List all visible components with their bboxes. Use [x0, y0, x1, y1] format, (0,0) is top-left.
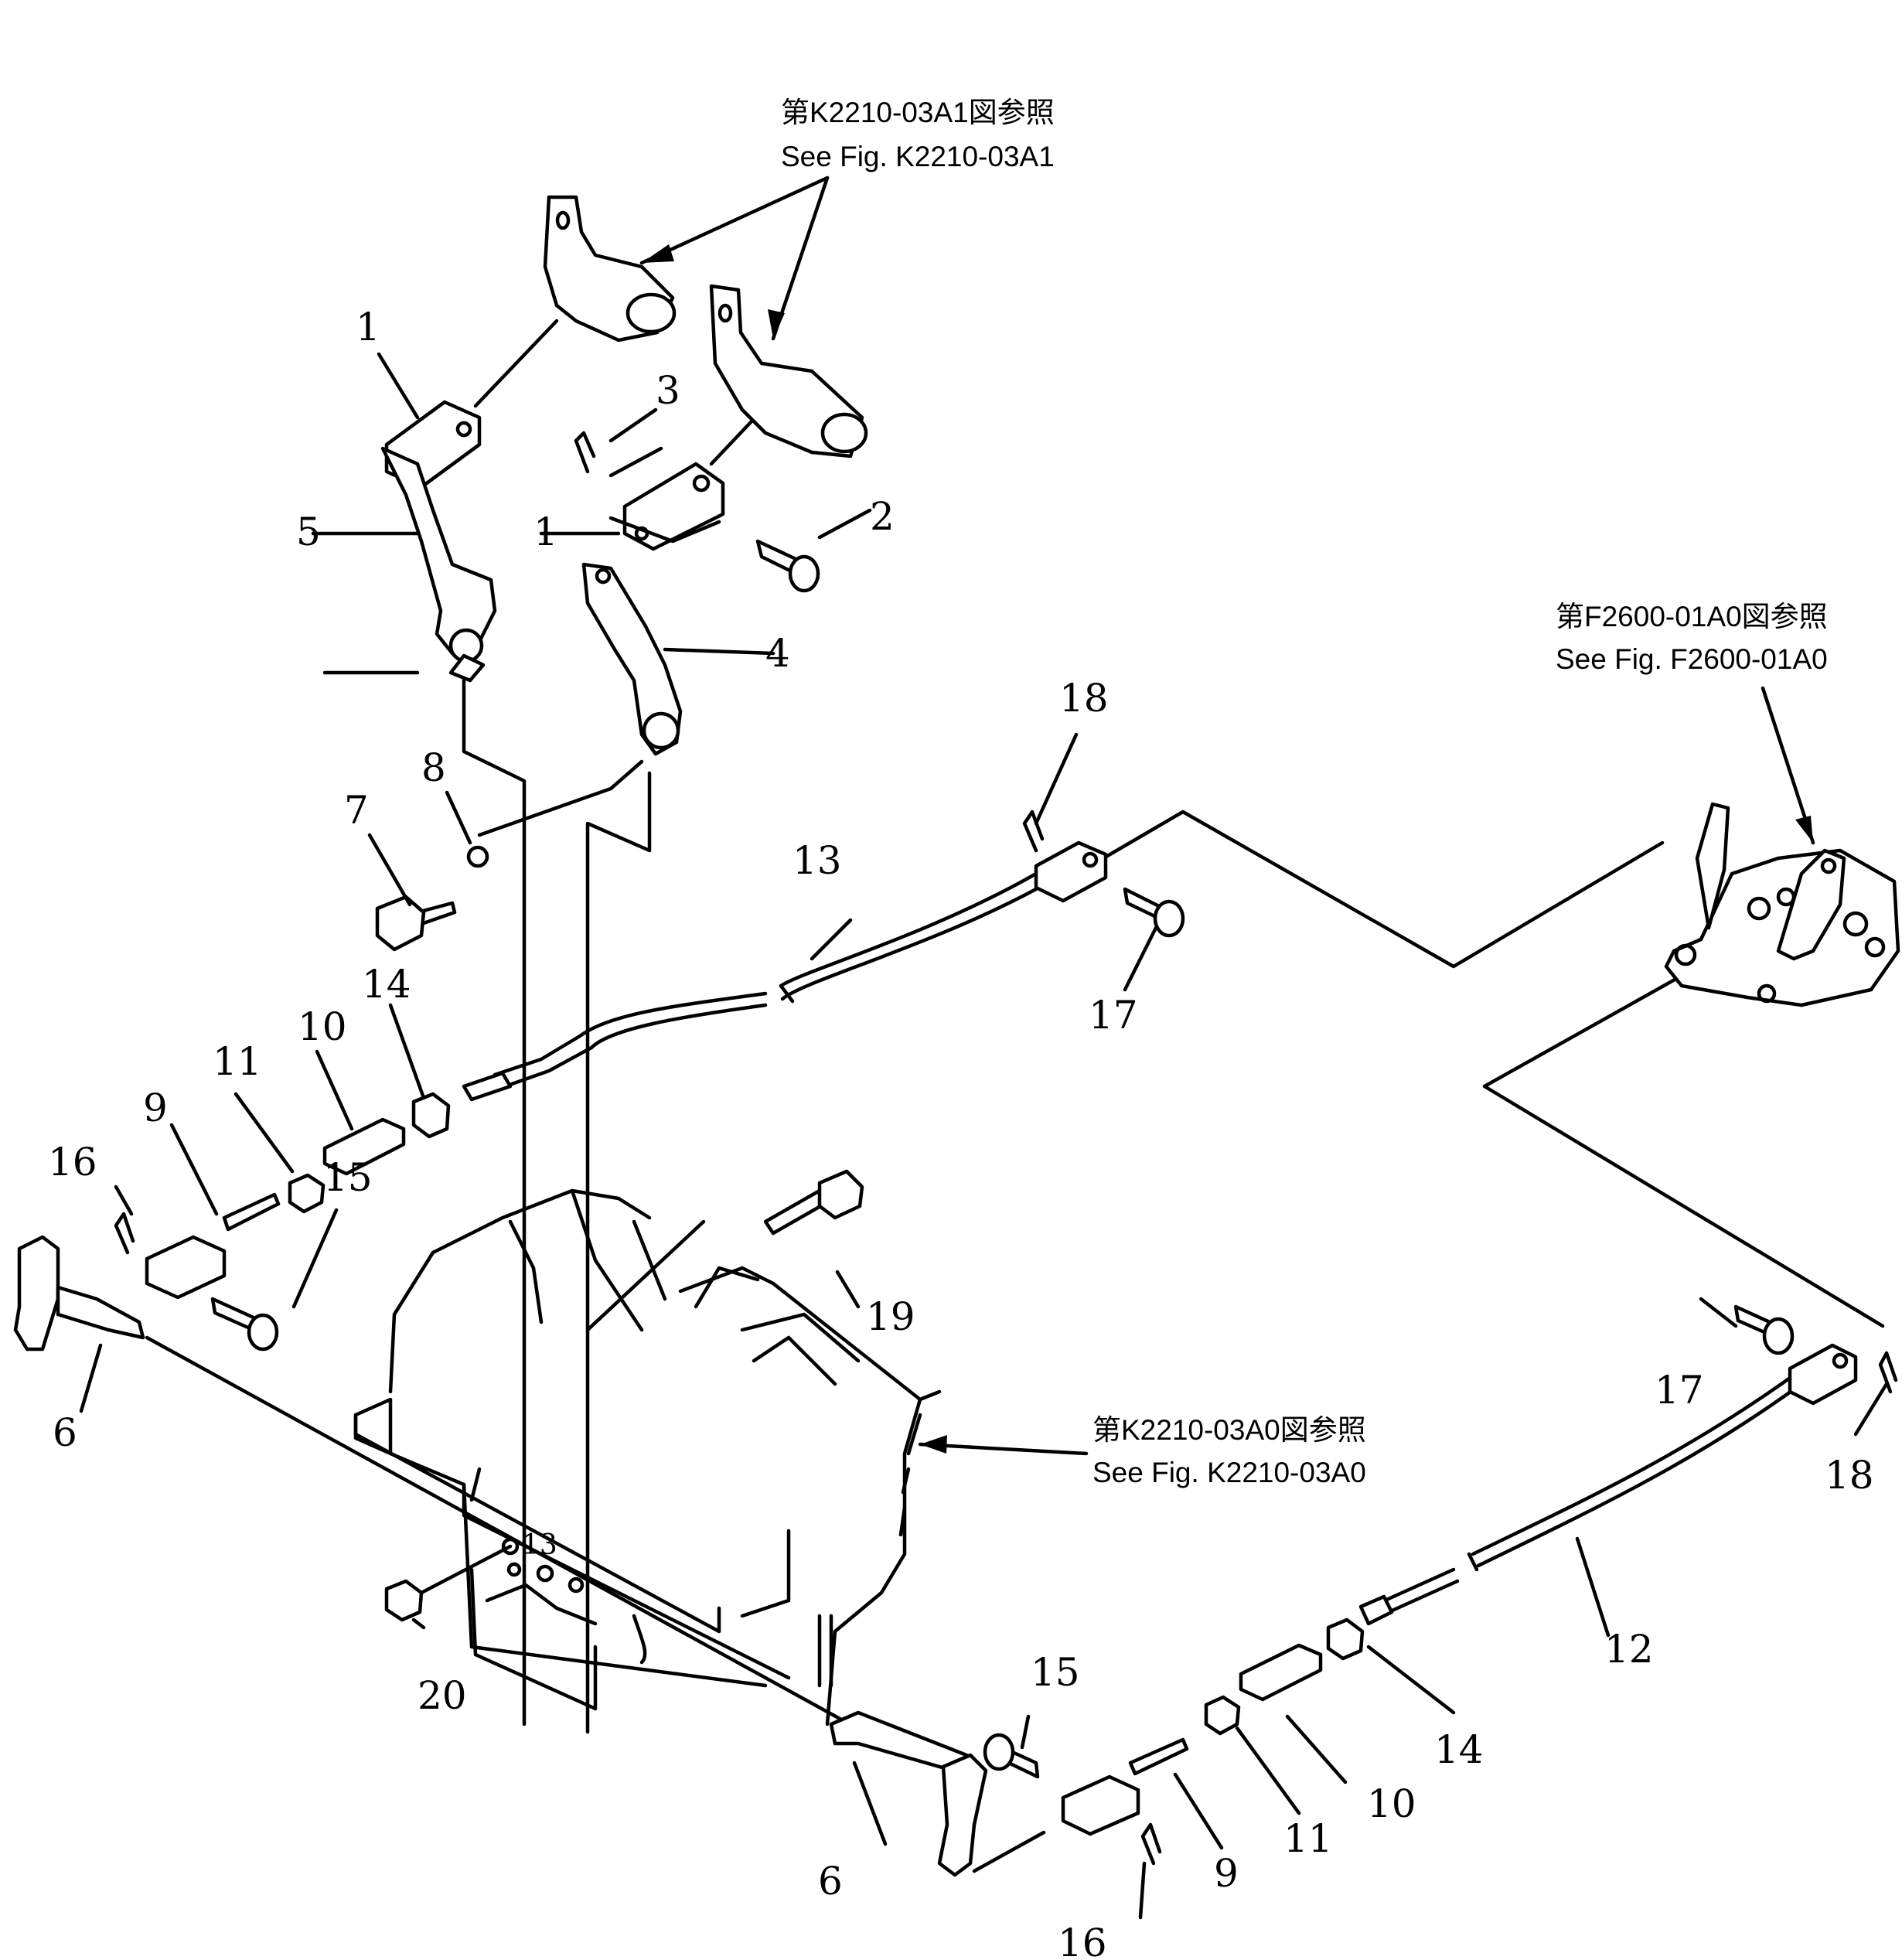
- pin-17-lower: [1733, 1304, 1795, 1355]
- nut-14-lower: [1326, 1617, 1365, 1661]
- svg-text:第K2210-03A1図参照: 第K2210-03A1図参照: [781, 97, 1055, 128]
- arrowheads: [642, 244, 1813, 1454]
- nut-20: [384, 1544, 513, 1622]
- bolt-19: [763, 1169, 864, 1236]
- callout-10a: 10: [298, 1004, 347, 1049]
- callout-15a: 15: [323, 1155, 373, 1200]
- callout-10b: 10: [1367, 1781, 1416, 1826]
- bolt-7: [375, 895, 457, 952]
- clevis-block-center: [608, 446, 725, 551]
- callout-20: 20: [418, 1673, 467, 1718]
- pin-15-lower: [983, 1733, 1040, 1779]
- callout-18b: 18: [1825, 1453, 1874, 1498]
- rod-13: [462, 871, 1038, 1102]
- shift-lever-unit: [1664, 802, 1900, 1007]
- callout-15b: 15: [1031, 1650, 1080, 1695]
- callout-11a: 11: [213, 1039, 262, 1084]
- reference-k2210-03a1: 第K2210-03A1図参照 See Fig. K2210-03A1: [781, 97, 1055, 172]
- nut-11-upper: [288, 1173, 326, 1214]
- callout-2: 2: [870, 494, 895, 539]
- reference-arrows: [639, 176, 1815, 1456]
- callout-6a: 6: [53, 1410, 77, 1455]
- lever-6-right: [829, 1710, 1046, 1877]
- lever-5: [380, 446, 497, 683]
- cotter-18-lower: [1878, 1351, 1898, 1394]
- snap-ring-8: [466, 845, 489, 868]
- callout-1b: 1: [533, 510, 558, 554]
- callout-17a: 17: [1089, 993, 1138, 1038]
- callout-numbers: 1 1 2 3 4 5 6 6 7 8 9 9 10 10 11 11 12 1…: [48, 305, 1874, 1960]
- upper-bracket-left: [543, 195, 677, 343]
- clevis-18-lower: [1788, 1343, 1858, 1406]
- callout-14b: 14: [1434, 1727, 1484, 1772]
- pin-17-upper: [1123, 887, 1185, 938]
- clevis-18-upper: [1034, 840, 1108, 903]
- callout-14a: 14: [362, 962, 411, 1007]
- pin-2: [755, 539, 820, 593]
- callout-9b: 9: [1214, 1851, 1239, 1896]
- callout-18a: 18: [1059, 676, 1109, 721]
- clevis-9-lower: [1061, 1737, 1189, 1836]
- callout-8: 8: [421, 745, 446, 790]
- callout-4: 4: [765, 631, 790, 676]
- callout-1a: 1: [356, 305, 380, 349]
- cotter-18-upper: [1022, 810, 1045, 853]
- callout-7: 7: [344, 788, 369, 833]
- upper-bracket-right: [709, 284, 868, 458]
- svg-text:See Fig. F2600-01A0: See Fig. F2600-01A0: [1556, 643, 1828, 675]
- svg-text:See Fig. K2210-03A1: See Fig. K2210-03A1: [781, 141, 1055, 172]
- transmission-case: [353, 1188, 942, 1727]
- callout-13: 13: [792, 838, 842, 883]
- lever-4: [581, 562, 683, 756]
- clevis-9-upper: [145, 1192, 281, 1300]
- callout-16a: 16: [48, 1140, 97, 1185]
- svg-text:第F2600-01A0図参照: 第F2600-01A0図参照: [1556, 601, 1828, 632]
- svg-text:See Fig. K2210-03A0: See Fig. K2210-03A0: [1092, 1457, 1366, 1488]
- sleeve-10-upper: [322, 1117, 406, 1176]
- nut-11-lower: [1204, 1695, 1241, 1736]
- reference-k2210-03a0: 第K2210-03A0図参照 See Fig. K2210-03A0: [1092, 1414, 1366, 1488]
- svg-text:第K2210-03A0図参照: 第K2210-03A0図参照: [1092, 1414, 1366, 1446]
- callout-11b: 11: [1283, 1816, 1333, 1861]
- callout-3: 3: [656, 368, 680, 413]
- nut-14-upper: [411, 1092, 451, 1139]
- callout-5: 5: [296, 510, 321, 554]
- cotter-16-upper: [114, 1212, 135, 1255]
- cotter-16-lower: [1140, 1822, 1162, 1866]
- lever-6-left: [13, 1235, 145, 1352]
- callout-16b: 16: [1058, 1921, 1107, 1960]
- pin-15-upper: [210, 1297, 279, 1352]
- callout-19: 19: [866, 1294, 915, 1339]
- callout-12: 12: [1604, 1627, 1654, 1672]
- rod-12: [1358, 1370, 1804, 1626]
- sleeve-10-lower: [1239, 1643, 1323, 1702]
- reference-f2600-01a0: 第F2600-01A0図参照 See Fig. F2600-01A0: [1556, 601, 1828, 675]
- callout-13-case: 13: [522, 1529, 557, 1561]
- callout-leaders: [79, 352, 1889, 1920]
- callout-9a: 9: [143, 1086, 168, 1130]
- callout-17b: 17: [1655, 1368, 1704, 1413]
- callout-6b: 6: [818, 1859, 843, 1904]
- cotter-pin-3: [574, 431, 596, 474]
